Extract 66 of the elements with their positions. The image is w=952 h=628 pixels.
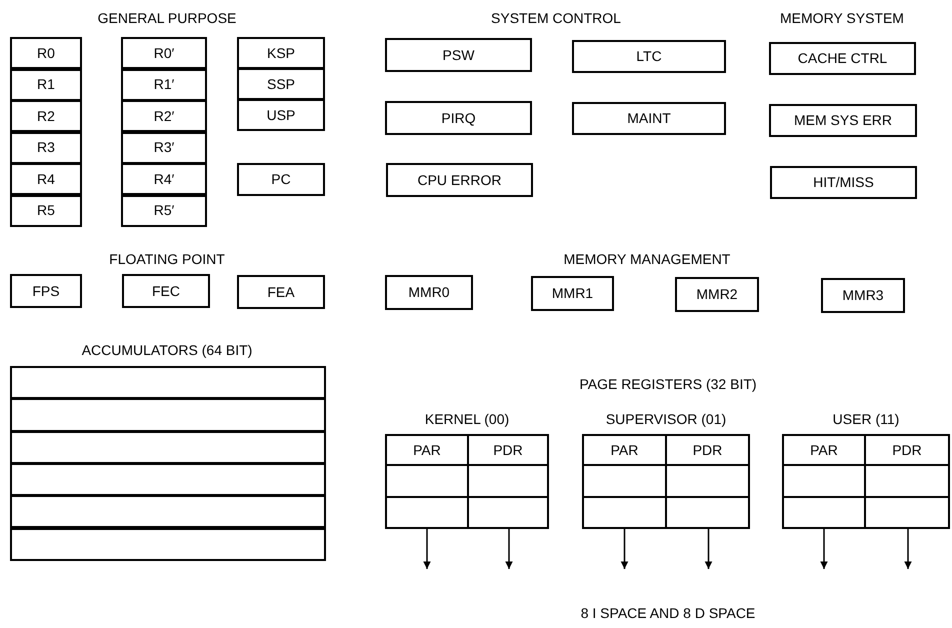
section-heading: GENERAL PURPOSE [98,9,236,28]
section-heading: MEMORY SYSTEM [780,9,904,28]
register-box: PC [237,163,325,196]
register-box: R2 [10,100,82,132]
table-column [385,434,469,529]
register-box: USP [237,99,325,131]
section-heading: 8 I SPACE AND 8 D SPACE [580,604,756,623]
section-heading: MEMORY MANAGEMENT [564,250,730,269]
register-box: SSP [237,68,325,100]
section-heading: SYSTEM CONTROL [491,9,621,28]
register-box: R5′ [121,194,207,226]
register-box: R1′ [121,68,207,100]
table-column [667,434,750,529]
register-box: LTC [572,40,726,73]
register-box: R0′ [121,37,207,69]
register-box: FEA [237,275,325,309]
register-box: MEM SYS ERR [769,104,917,137]
arrow [620,529,628,569]
register-box: MMR3 [821,278,905,313]
accumulator-row [10,495,326,528]
register-box: R2′ [121,100,207,132]
accumulator-row [10,430,326,464]
arrow [704,529,712,569]
table-heading: KERNEL (00) [424,410,510,429]
register-box: R4′ [121,163,207,195]
register-box: HIT/MISS [770,166,917,199]
table-heading: SUPERVISOR (01) [606,410,726,429]
section-heading: ACCUMULATORS (64 BIT) [82,341,252,360]
section-heading: FLOATING POINT [109,250,225,269]
register-box: R4 [10,163,82,195]
arrow [505,529,513,569]
register-box: CACHE CTRL [769,42,916,75]
register-box: MMR0 [385,275,473,310]
register-box: R0 [10,37,82,69]
accumulator-row [10,366,326,400]
register-box: MAINT [572,102,726,135]
register-box: KSP [237,37,325,69]
register-box: FEC [122,274,210,308]
table-column [582,434,667,529]
register-box: PIRQ [385,101,532,135]
register-box: MMR1 [531,276,614,311]
arrow [904,529,912,569]
accumulator-row [10,528,326,561]
column-header: PAR [610,440,638,460]
table-column [866,434,950,529]
register-box: R3 [10,132,82,164]
accumulator-row [10,462,326,496]
register-box: R5 [10,194,82,226]
register-box: CPU ERROR [386,163,533,197]
arrow [820,529,828,569]
arrow [423,529,431,569]
accumulator-row [10,398,326,432]
register-box: FPS [10,274,82,308]
column-header: PDR [493,440,523,460]
column-header: PAR [810,440,838,460]
column-header: PAR [413,440,441,460]
register-box: MMR2 [675,277,759,312]
register-box: PSW [385,38,532,72]
column-header: PDR [692,440,722,460]
register-box: R3′ [121,132,207,164]
section-heading: PAGE REGISTERS (32 BIT) [579,375,757,394]
table-column [782,434,866,529]
register-box: R1 [10,68,82,100]
table-heading: USER (11) [832,410,900,429]
table-column [469,434,549,529]
column-header: PDR [892,440,922,460]
